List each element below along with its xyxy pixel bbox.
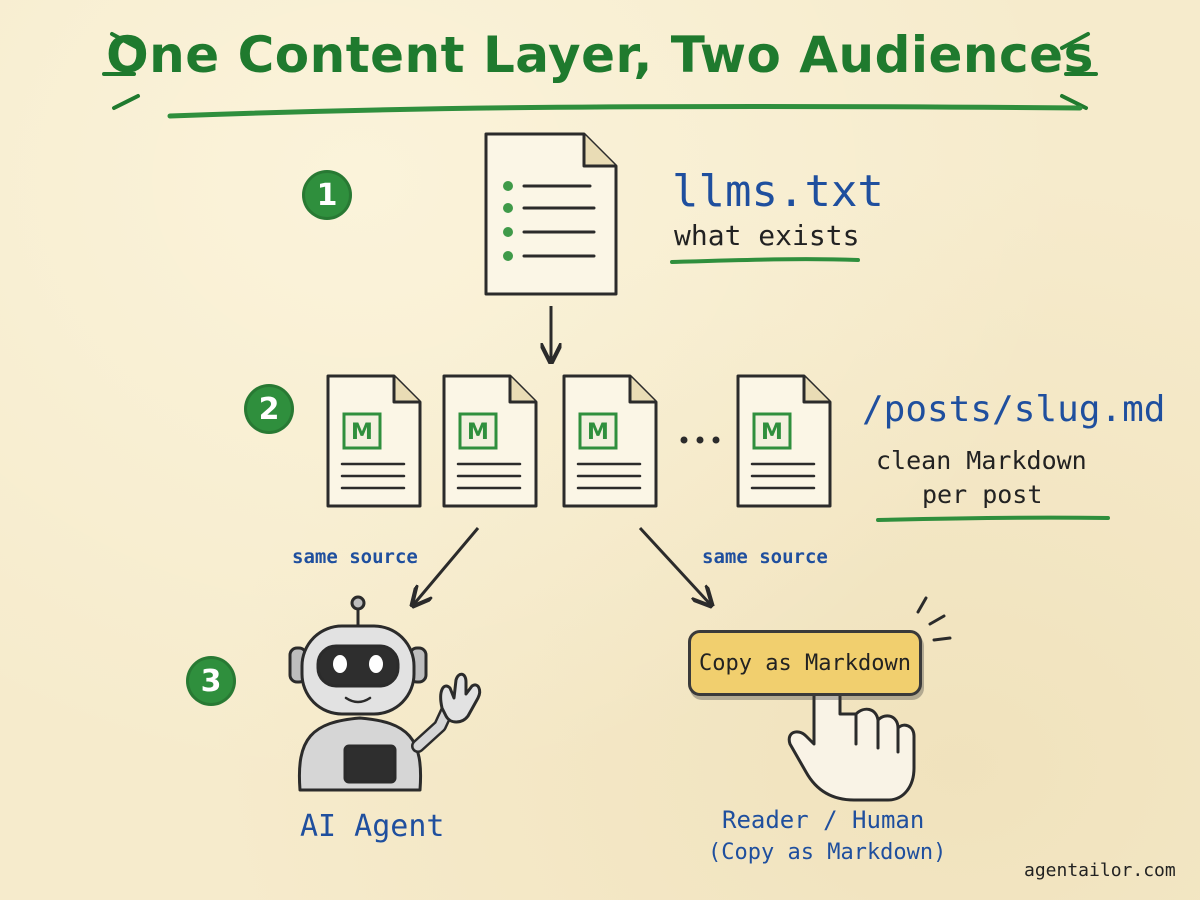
step-badge-2: 2 (244, 384, 294, 434)
pointing-hand-icon (787, 674, 916, 802)
step-badge-3: 3 (186, 656, 236, 706)
markdown-badge-label: M (761, 420, 783, 445)
robot-icon (288, 595, 482, 792)
human-label-line1: Reader / Human (722, 806, 925, 834)
arrow-to-human-icon (638, 526, 710, 604)
document-icon (484, 132, 618, 296)
posts-file-name: /posts/slug.md (862, 389, 1166, 430)
arrow-label-right: same source (702, 546, 828, 568)
posts-desc-line1: clean Markdown (876, 446, 1087, 475)
markdown-badge-label: M (467, 420, 489, 445)
arrow-to-agent-icon (414, 527, 480, 604)
llms-file-name: llms.txt (672, 166, 884, 217)
title-underline (167, 103, 1083, 119)
sparkle-icon (916, 596, 952, 642)
posts-underline (876, 515, 1110, 522)
footer-site: agentailor.com (1024, 860, 1176, 881)
markdown-badge-label: M (351, 420, 373, 445)
markdown-file-icon: M (736, 374, 832, 508)
title-sparkle-left-icon (102, 32, 140, 110)
step-badge-1: 1 (302, 170, 352, 220)
arrow-label-left: same source (292, 546, 418, 568)
agent-label: AI Agent (300, 809, 445, 844)
markdown-badge-label: M (587, 420, 609, 445)
copy-as-markdown-button[interactable]: Copy as Markdown (688, 630, 922, 696)
llms-underline (670, 257, 860, 264)
llms-file-desc: what exists (674, 219, 860, 252)
markdown-file-icon: M (562, 374, 658, 508)
page-title: One Content Layer, Two Audiences (106, 26, 1094, 84)
markdown-file-icon: M (442, 374, 538, 508)
markdown-file-icon: M (326, 374, 422, 508)
human-label-line2: (Copy as Markdown) (708, 840, 947, 865)
ellipsis-dots (680, 436, 720, 444)
title-sparkle-right-icon (1060, 32, 1098, 110)
posts-desc-line2: per post (922, 480, 1043, 509)
